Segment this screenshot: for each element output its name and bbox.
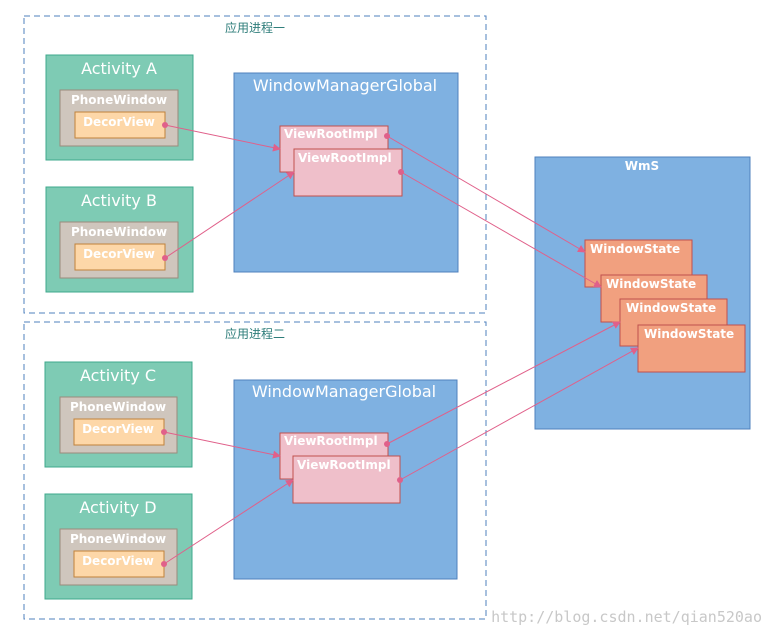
connector-decor-c-to-viewroot-2a [163,431,281,459]
view-root-impl-2b [292,455,401,504]
wms-title: WmS [625,159,659,173]
activity-b-title: Activity B [81,191,157,210]
dot-decor-d [161,561,167,567]
view-root-impl-2b-label: ViewRootImpl [297,458,391,472]
activity-d-title: Activity D [79,498,156,517]
dot-viewroot-2a [384,441,390,447]
connector-decor-b-to-viewroot-1b [164,171,295,259]
window-state-2-label: WindowState [606,277,696,291]
activity-b-decor-view-label: DecorView [83,247,155,261]
wms-group: WmS WindowState WindowState WindowState … [534,156,751,430]
process-2-boundary [23,321,487,620]
process-2-group: 应用进程二 Activity C PhoneWindow DecorView A… [23,321,487,620]
window-state-4-label: WindowState [644,327,734,341]
connector-viewroot-1b-to-windowstate-2 [400,171,602,288]
activity-a-phone-window-label: PhoneWindow [71,93,167,107]
activity-c: Activity C PhoneWindow DecorView [44,361,193,468]
activity-d: Activity D PhoneWindow DecorView [44,493,193,600]
connectors [163,124,639,565]
activity-a-decor-view [74,111,166,139]
view-root-impl-1a-label: ViewRootImpl [284,127,378,141]
activity-d-phone-window-label: PhoneWindow [70,532,166,546]
process-1-boundary [23,15,487,314]
dot-decor-a [162,122,168,128]
activity-c-title: Activity C [80,366,156,385]
activity-a-decor-view-label: DecorView [83,115,155,129]
window-state-4 [637,324,746,373]
view-root-impl-2a-label: ViewRootImpl [284,434,378,448]
process-1-group: 应用进程一 Activity A PhoneWindow DecorView A… [23,15,487,314]
activity-c-decor-view-label: DecorView [82,422,154,436]
dot-viewroot-1b [398,169,404,175]
activity-d-decor-view-label: DecorView [82,554,154,568]
window-state-1-label: WindowState [590,242,680,256]
connector-viewroot-2b-to-windowstate-4 [399,347,639,481]
activity-b-phone-window-label: PhoneWindow [71,225,167,239]
process-1-label: 应用进程一 [225,20,285,35]
connector-decor-d-to-viewroot-2b [163,479,294,565]
dot-viewroot-1a [384,133,390,139]
view-root-impl-1b-label: ViewRootImpl [298,151,392,165]
dot-viewroot-2b [397,477,403,483]
window-state-3-label: WindowState [626,301,716,315]
connector-viewroot-1a-to-windowstate-1 [386,135,586,253]
window-manager-global-1: WindowManagerGlobal ViewRootImpl ViewRoo… [233,72,459,273]
activity-b: Activity B PhoneWindow DecorView [45,186,194,293]
connector-viewroot-2a-to-windowstate-3 [386,321,621,445]
activity-d-decor-view [73,550,165,578]
watermark: http://blog.csdn.net/qian520ao [491,608,762,626]
window-manager-global-2-title: WindowManagerGlobal [252,382,436,401]
dot-decor-c [161,429,167,435]
dot-decor-b [162,255,168,261]
activity-a-title: Activity A [81,59,157,78]
process-2-label: 应用进程二 [225,326,285,341]
activity-c-phone-window-label: PhoneWindow [70,400,166,414]
connector-dots [161,122,404,567]
window-manager-global-1-title: WindowManagerGlobal [253,76,437,95]
connector-decor-a-to-viewroot-1a [164,124,281,152]
window-manager-global-2: WindowManagerGlobal ViewRootImpl ViewRoo… [233,379,458,580]
activity-a: Activity A PhoneWindow DecorView [45,54,194,161]
